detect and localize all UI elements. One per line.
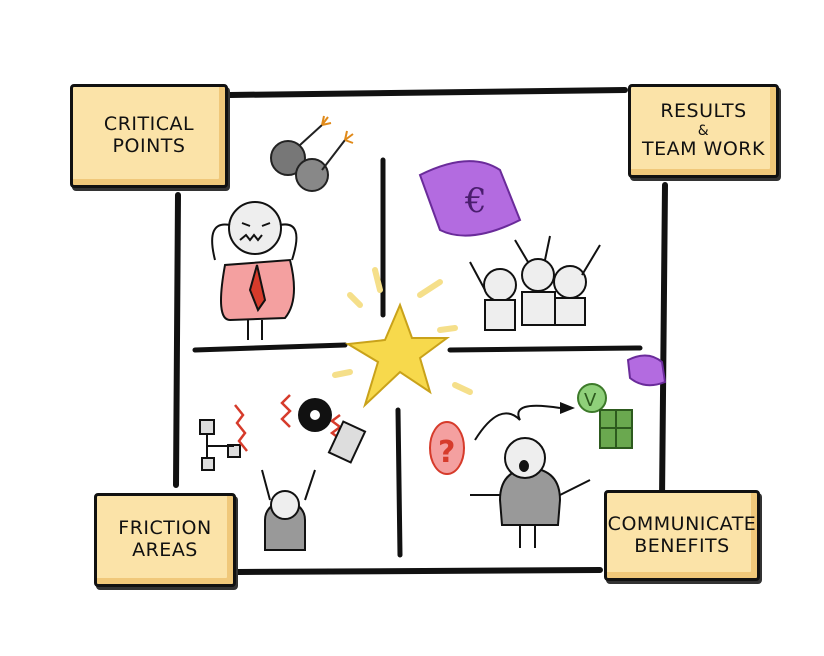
label-connector: &	[697, 122, 710, 139]
check-icon: V	[577, 383, 607, 413]
flow-arrow	[474, 404, 561, 441]
svg-text:V: V	[584, 390, 597, 411]
divider-horizontal-left	[192, 342, 348, 353]
frame-right	[659, 182, 668, 503]
frame-bottom	[235, 567, 603, 575]
cheering-team-icon	[469, 235, 601, 331]
org-chart-icon	[199, 419, 241, 471]
speaking-person-icon	[470, 437, 591, 548]
label-line: CRITICAL	[103, 113, 195, 136]
frame-left	[173, 192, 181, 488]
money-small-icon	[626, 354, 667, 387]
label-line: RESULTS	[660, 100, 747, 123]
document-icon	[327, 420, 367, 464]
label-critical-points: CRITICAL POINTS	[70, 84, 228, 188]
label-communicate-benefits: COMMUNICATE BENEFITS	[604, 490, 760, 581]
gear-icon	[298, 398, 332, 432]
divider-horizontal-right	[447, 345, 643, 353]
label-line: AREAS	[132, 539, 198, 561]
gift-icon	[599, 409, 633, 449]
bomb-icon	[270, 115, 354, 192]
label-line: TEAM WORK	[642, 138, 765, 161]
question-icon: ?	[429, 421, 465, 475]
label-friction-areas: FRICTION AREAS	[94, 493, 236, 587]
star-icon	[332, 267, 473, 409]
money-icon: €	[418, 160, 522, 237]
label-line: FRICTION	[118, 517, 212, 540]
divider-vertical-bottom	[395, 407, 403, 558]
label-line: BENEFITS	[634, 534, 730, 557]
stressed-person-icon	[211, 201, 298, 340]
frame-top	[227, 87, 628, 98]
svg-text:?: ?	[438, 435, 455, 470]
label-results-team-work: RESULTS & TEAM WORK	[628, 84, 779, 178]
label-line: COMMUNICATE	[607, 512, 757, 535]
overwhelmed-person-icon	[261, 469, 316, 551]
svg-text:€: €	[464, 181, 487, 221]
label-line: POINTS	[112, 135, 186, 157]
